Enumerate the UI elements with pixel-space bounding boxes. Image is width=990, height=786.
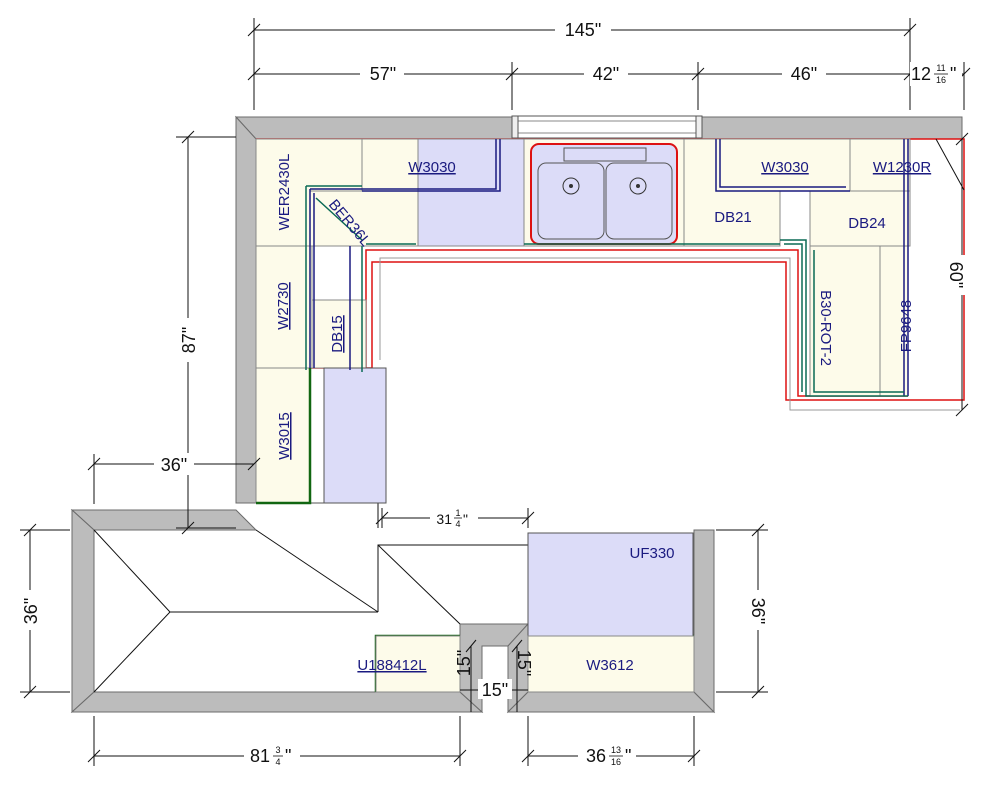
appliance-uf330[interactable] bbox=[527, 532, 694, 637]
cabinet-b30-rot-2[interactable] bbox=[809, 245, 909, 397]
dim-seg-4-den: 16 bbox=[936, 75, 946, 85]
label-w2730: W2730 bbox=[275, 282, 292, 330]
faucet bbox=[563, 147, 647, 162]
lower-room bbox=[375, 532, 695, 693]
label-db24: DB24 bbox=[848, 215, 886, 232]
wall-lower-left-side bbox=[71, 508, 95, 714]
dim-opening-whole: 31 bbox=[436, 511, 452, 527]
room-diag-2 bbox=[377, 544, 461, 625]
window bbox=[511, 115, 703, 139]
top-run bbox=[255, 138, 911, 397]
dim-opening-unit: " bbox=[463, 511, 468, 527]
room-line-diag bbox=[255, 529, 379, 613]
label-w3030-right: W3030 bbox=[761, 159, 809, 176]
label-b30-rot-2: B30-ROT-2 bbox=[817, 290, 834, 366]
label-w1230r: W1230R bbox=[873, 159, 932, 176]
label-db21: DB21 bbox=[714, 209, 752, 226]
wall-lower-bottom-right bbox=[506, 691, 716, 713]
countertop-outline bbox=[256, 138, 965, 401]
cabinet-w3030-right[interactable] bbox=[715, 138, 851, 192]
dim-bottom-right-whole: 36 bbox=[586, 746, 606, 766]
counter-edge-grey bbox=[379, 257, 960, 411]
wall-lower-bottom-left bbox=[70, 691, 484, 713]
cabinet-w3015[interactable] bbox=[255, 367, 311, 504]
wall-left bbox=[235, 115, 257, 504]
dim-post-width: 15" bbox=[482, 680, 508, 700]
room-diagonal-left bbox=[93, 529, 171, 693]
dim-opening-den: 4 bbox=[455, 519, 460, 529]
dim-post-left: 15" bbox=[454, 650, 474, 676]
upper-outlines bbox=[309, 139, 909, 396]
drain-right-icon bbox=[629, 177, 647, 195]
dim-right-wall: 60" bbox=[946, 262, 966, 288]
label-uf330: UF330 bbox=[629, 545, 674, 562]
dim-seg-3: 46" bbox=[791, 64, 817, 84]
cabinet-db24[interactable] bbox=[809, 190, 911, 247]
cabinet-labels: W3030 W3030 W1230R WER2430L BER36L DB21 … bbox=[275, 154, 931, 674]
cabinet-w2730[interactable] bbox=[255, 245, 313, 369]
wall-lower-right-side bbox=[693, 529, 715, 714]
refrigerator[interactable] bbox=[323, 367, 387, 504]
dim-opening-num: 1 bbox=[455, 508, 460, 518]
dim-right-depth: 36" bbox=[748, 598, 768, 624]
dim-bottom-right-den: 16 bbox=[611, 757, 621, 767]
dim-total-width: 145" bbox=[565, 20, 601, 40]
dimension-text: 145" 57" 42" 46" 12 11 16 " 87" 36" 36" … bbox=[18, 17, 968, 768]
dim-left-offset: 36" bbox=[161, 455, 187, 475]
dim-left-height: 87" bbox=[179, 327, 199, 353]
dim-bottom-left-num: 3 bbox=[275, 745, 280, 755]
dim-bottom-right-unit: " bbox=[625, 746, 631, 766]
dim-seg-2: 42" bbox=[593, 64, 619, 84]
label-db15: DB15 bbox=[329, 315, 346, 353]
dim-bottom-left-unit: " bbox=[285, 746, 291, 766]
dim-bottom-right-num: 13 bbox=[611, 745, 621, 755]
room-edge bbox=[377, 544, 528, 612]
cabinet-w1230r[interactable] bbox=[849, 138, 911, 192]
sink-bowl-left bbox=[537, 162, 605, 240]
cabinet-u188412l[interactable] bbox=[375, 635, 461, 693]
drain-left-icon bbox=[562, 177, 580, 195]
label-fp9648: FP9648 bbox=[898, 300, 915, 353]
label-w3030-left: W3030 bbox=[408, 159, 456, 176]
dim-island-depth-left: 36" bbox=[21, 598, 41, 624]
left-run bbox=[255, 245, 387, 504]
dim-seg-4-num: 11 bbox=[936, 63, 945, 73]
cabinet-w3612[interactable] bbox=[527, 635, 695, 693]
label-w3612: W3612 bbox=[586, 657, 634, 674]
cabinet-ber36l[interactable] bbox=[309, 190, 419, 247]
dishwasher[interactable] bbox=[417, 138, 525, 247]
dim-bottom-left-den: 4 bbox=[275, 757, 280, 767]
corner-outlines bbox=[305, 185, 908, 397]
dim-post-right: 15" bbox=[514, 650, 534, 676]
dim-seg-4-whole: 12 bbox=[911, 64, 931, 84]
label-wer2430l: WER2430L bbox=[276, 154, 293, 231]
dim-bottom-left-whole: 81 bbox=[250, 746, 270, 766]
label-u188412l: U188412L bbox=[357, 657, 426, 674]
cabinet-db15[interactable] bbox=[311, 299, 367, 369]
dim-seg-1: 57" bbox=[370, 64, 396, 84]
dim-seg-4-unit: " bbox=[950, 64, 956, 84]
label-w3015: W3015 bbox=[276, 412, 293, 460]
wall-lower-left-top bbox=[70, 509, 258, 531]
sink-bowl-right bbox=[605, 162, 673, 240]
